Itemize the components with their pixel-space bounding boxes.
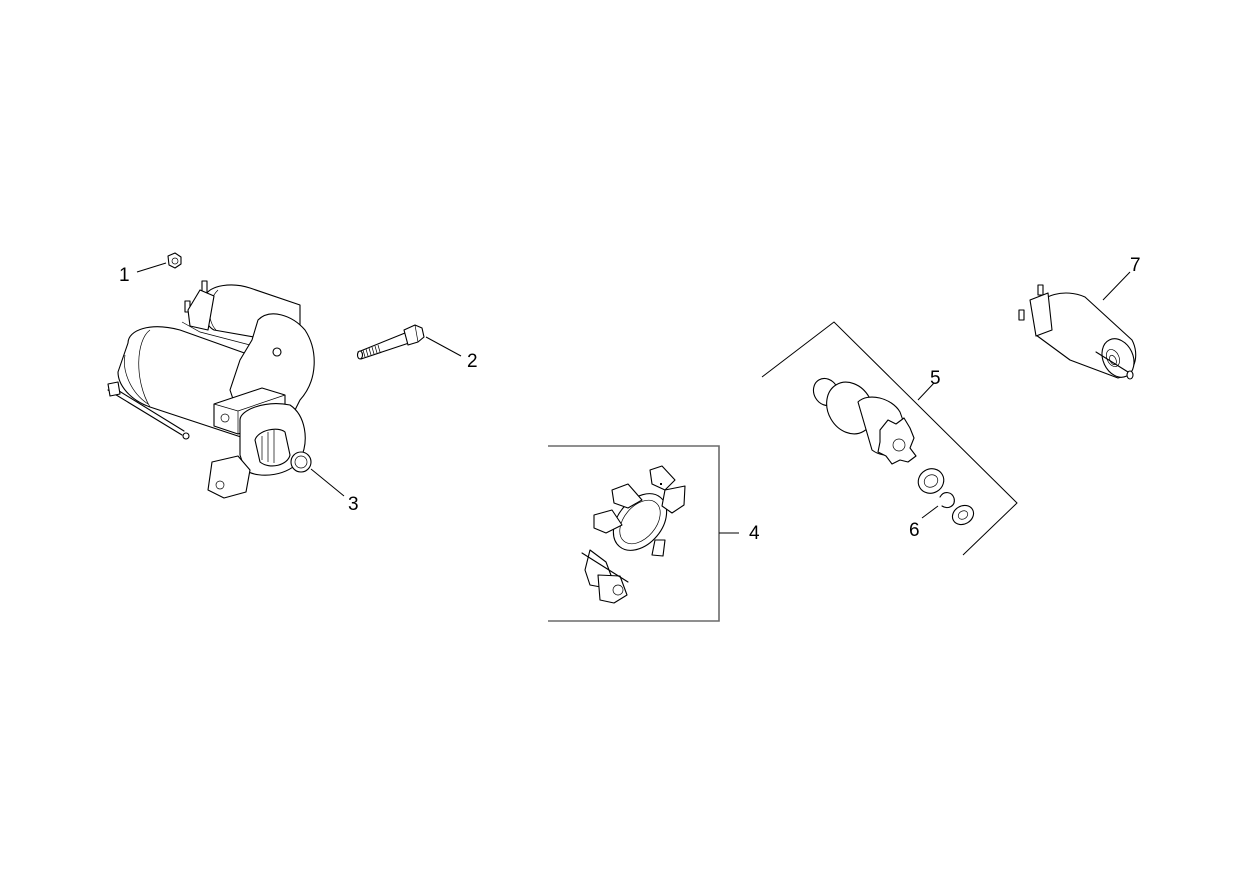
snap-ring-part-6[interactable]	[914, 464, 977, 528]
nut-part-1[interactable]	[136, 252, 182, 273]
callout-5[interactable]: 5	[930, 368, 941, 389]
callout-6[interactable]: 6	[909, 520, 920, 541]
brush-holder-part-4[interactable]	[548, 445, 739, 622]
starter-motor-part-3[interactable]	[107, 280, 345, 499]
callout-4[interactable]: 4	[749, 523, 760, 544]
callout-1[interactable]: 1	[119, 265, 130, 286]
callout-3[interactable]: 3	[348, 494, 359, 515]
callout-7[interactable]: 7	[1130, 255, 1141, 276]
callout-2[interactable]: 2	[467, 351, 478, 372]
solenoid-part-7[interactable]	[1018, 271, 1140, 382]
bolt-part-2[interactable]	[356, 324, 462, 360]
drive-pinion-part-5[interactable]	[761, 321, 1018, 556]
